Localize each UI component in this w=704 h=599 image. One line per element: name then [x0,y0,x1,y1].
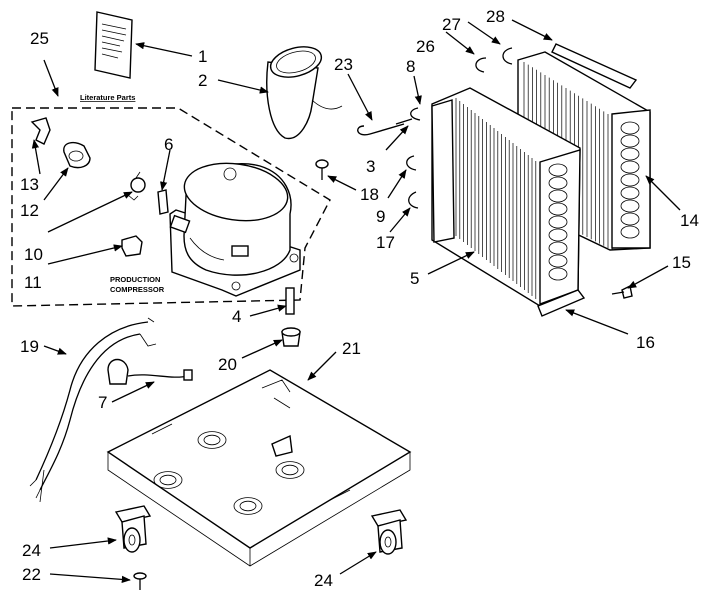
tube-bend [620,186,640,200]
label-5: 5 [410,269,419,288]
clip-26 [475,57,487,73]
label-23: 23 [334,55,353,74]
clip-13 [30,117,51,145]
label-11: 11 [24,273,42,292]
label-16: 16 [636,333,655,352]
label-14: 14 [680,211,699,230]
pan-hole [239,500,257,512]
pan-hole [197,431,227,449]
evaporator-coil [431,87,581,307]
relay-10 [127,171,146,201]
bolt-22 [133,572,147,590]
pan-hole [159,474,177,486]
tube-bend [548,176,568,190]
label-18: 18 [360,185,379,204]
tube-bend [620,160,640,174]
label-10: 10 [24,245,43,264]
terminal-11 [121,235,143,257]
strip-16 [537,289,586,317]
caster-right [370,509,408,555]
part-numbers: 1 2 3 4 5 6 7 8 9 10 11 12 13 14 15 16 1… [20,7,699,590]
label-26: 26 [416,37,435,56]
harness-7 [107,358,193,385]
strip-28 [551,43,638,89]
tube-bend [548,254,568,268]
clip-27 [502,47,513,65]
tube-bend [548,163,568,177]
label-2: 2 [198,71,207,90]
tube-bend [548,215,568,229]
tube-23 [357,118,413,136]
label-12: 12 [20,201,39,220]
leader-lines [31,19,681,584]
label-22: 22 [22,565,41,584]
label-15: 15 [672,253,691,272]
literature-parts-label: Literature Parts [80,93,135,102]
label-9: 9 [376,207,385,226]
label-3: 3 [366,157,375,176]
tube-bend [548,189,568,203]
label-4: 4 [232,307,241,326]
tube-bend [620,212,640,226]
base-pan [106,369,412,567]
clip-8 [410,107,421,121]
tube-bend [620,147,640,161]
label-28: 28 [486,7,505,26]
label-13: 13 [20,175,39,194]
tube-bend [548,228,568,242]
tube-bend [620,173,640,187]
screw-18 [315,159,329,180]
clip-9 [406,155,417,171]
pan-hole [275,461,305,479]
label-25: 25 [30,29,49,48]
duct-sleeve [266,46,343,140]
tube-bend [620,121,640,135]
label-24-right: 24 [314,571,333,590]
label-1: 1 [198,47,207,66]
literature-parts-box [11,107,331,307]
harness-19 [29,317,157,503]
tube-bend [620,199,640,213]
cover-12 [63,141,91,169]
label-27: 27 [442,15,461,34]
pan-hole [281,464,299,476]
mount-20 [281,327,301,347]
production-compressor-line2: COMPRESSOR [110,285,165,294]
caster-left [114,505,152,553]
label-8: 8 [406,57,415,76]
tube-bend [548,202,568,216]
label-20: 20 [218,355,237,374]
label-17: 17 [376,233,395,252]
label-7: 7 [98,393,107,412]
label-19: 19 [20,337,39,356]
pan-hole [153,471,183,489]
tube-bend [548,241,568,255]
pan-hole [233,497,263,515]
label-21: 21 [342,339,361,358]
label-24-left: 24 [22,541,41,560]
label-6: 6 [164,135,173,154]
literature-booklet [94,11,133,79]
tube-bend [548,267,568,281]
production-compressor-line1: PRODUCTION [110,275,160,284]
clip-17 [408,191,419,209]
grommet-4 [285,287,295,315]
compressor [169,162,301,297]
tube-bend [620,225,640,239]
pan-hole [203,434,221,446]
clamp-6 [157,189,169,215]
tube-bend [620,134,640,148]
